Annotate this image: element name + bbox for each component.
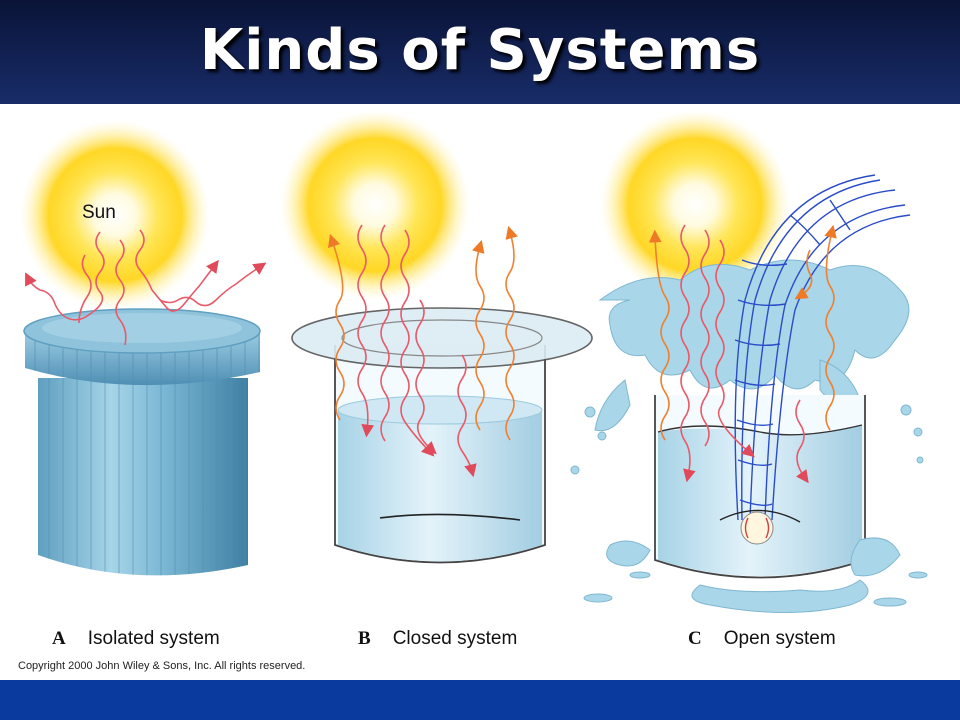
- radiation-waves-c: [648, 224, 837, 484]
- caption-text-c: Open system: [723, 628, 836, 649]
- panel-c-open: [570, 110, 928, 613]
- sun-icon-a: [20, 120, 210, 310]
- caption-text-a: Isolated system: [87, 628, 220, 649]
- bottom-bar: [0, 680, 960, 720]
- systems-figure: Sun: [0, 104, 960, 680]
- systems-illustration: Sun: [20, 110, 928, 613]
- radiation-waves-a: [25, 229, 267, 346]
- radiation-waves-b: [327, 224, 518, 478]
- caption-c: C Open system: [688, 628, 836, 650]
- closed-container-lid: [291, 307, 593, 369]
- caption-b: B Closed system: [358, 628, 517, 650]
- slide-title: Kinds of Systems: [199, 18, 761, 83]
- title-bar: Kinds of Systems: [0, 0, 960, 104]
- ball-icon: [740, 511, 774, 545]
- closed-container-water: [338, 410, 542, 562]
- sun-icon-b: [280, 110, 470, 300]
- sun-label: Sun: [82, 202, 116, 223]
- panel-a-isolated: Sun: [20, 120, 267, 576]
- panel-b-closed: [280, 110, 593, 564]
- caption-letter-c: C: [688, 628, 702, 649]
- caption-letter-b: B: [358, 628, 371, 649]
- caption-a: A Isolated system: [52, 628, 220, 650]
- caption-letter-a: A: [52, 628, 66, 649]
- copyright-notice: Copyright 2000 John Wiley & Sons, Inc. A…: [18, 660, 306, 672]
- caption-text-b: Closed system: [392, 628, 518, 649]
- sun-icon-c: [600, 110, 790, 300]
- water-puddles: [583, 537, 928, 613]
- open-container-water: [658, 425, 862, 576]
